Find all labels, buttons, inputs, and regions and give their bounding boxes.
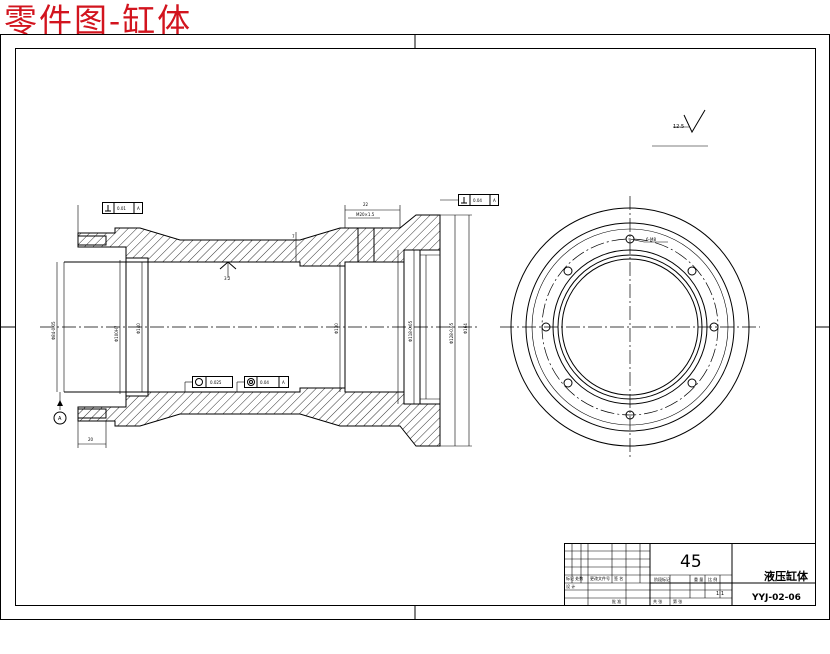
section-view: Φ84-0.05 Φ100H7 Φ140 Φ130 Φ118-0.05 Φ128… (40, 202, 478, 448)
svg-text:液压缸体: 液压缸体 (764, 569, 809, 583)
svg-text:M20×1.5: M20×1.5 (356, 212, 375, 217)
svg-text:3.2: 3.2 (224, 276, 231, 281)
svg-text:比 例: 比 例 (708, 576, 717, 582)
svg-text:签 名: 签 名 (614, 575, 623, 581)
svg-text:A: A (137, 206, 140, 211)
svg-text:12.5: 12.5 (673, 124, 684, 130)
svg-text:Φ130: Φ130 (334, 323, 339, 334)
end-view: 6-M8 (500, 196, 760, 458)
svg-text:Φ84-0.05: Φ84-0.05 (51, 321, 56, 340)
svg-text:20: 20 (88, 437, 94, 442)
svg-text:设 计: 设 计 (566, 583, 575, 589)
svg-text:A: A (282, 380, 285, 385)
svg-text:0.04: 0.04 (260, 380, 269, 385)
gdt-frame-right: 0.04 A (440, 194, 499, 206)
svg-text:Φ140: Φ140 (136, 323, 141, 334)
svg-text:22: 22 (363, 202, 369, 207)
svg-text:A: A (493, 198, 496, 203)
svg-text:6-M8: 6-M8 (646, 237, 656, 242)
gdt-frame-coaxiality: 0.04 A (236, 376, 289, 392)
svg-text:Φ164: Φ164 (463, 323, 468, 334)
svg-text:批 准: 批 准 (612, 598, 621, 604)
svg-text:更改文件号: 更改文件号 (590, 575, 610, 581)
svg-text:0.04: 0.04 (473, 198, 482, 203)
svg-text:Φ100H7: Φ100H7 (114, 325, 119, 342)
svg-text:7: 7 (292, 234, 295, 239)
gdt-frame-left: 0.01 A (102, 202, 143, 214)
page-title: 零件图-缸体 (4, 1, 193, 40)
svg-text:45: 45 (680, 552, 702, 572)
svg-text:0.025: 0.025 (210, 380, 222, 385)
svg-text:共 张: 共 张 (653, 598, 662, 604)
svg-text:YYJ-02-06: YYJ-02-06 (751, 593, 801, 603)
surface-finish-note: 12.5 (652, 109, 708, 147)
svg-text:Φ118-0.05: Φ118-0.05 (408, 320, 413, 342)
svg-text:Φ128-0.05: Φ128-0.05 (449, 322, 454, 344)
gdt-frame-concentricity: 0.025 (184, 376, 233, 392)
svg-text:重 量: 重 量 (694, 576, 703, 582)
svg-text:标记 处数: 标记 处数 (566, 575, 583, 581)
svg-text:0.01: 0.01 (117, 206, 126, 211)
svg-text:A: A (58, 416, 62, 422)
svg-text:1:1: 1:1 (716, 591, 724, 597)
svg-text:第 张: 第 张 (673, 598, 682, 604)
svg-text:阶段标记: 阶段标记 (654, 576, 670, 582)
title-block: 标记 处数 更改文件号 签 名 设 计 批 准 阶段标记 重 量 比 例 共 张… (564, 543, 816, 606)
